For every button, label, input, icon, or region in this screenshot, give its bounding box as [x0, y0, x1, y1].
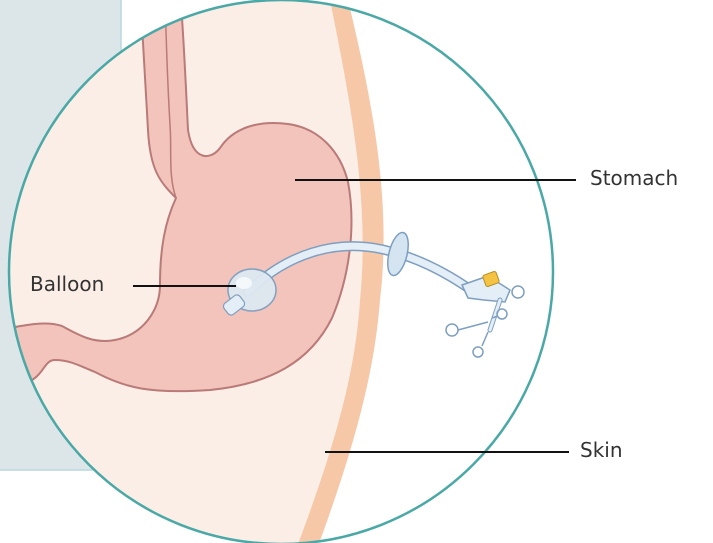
stomach-label: Stomach [590, 168, 678, 188]
skin-label: Skin [580, 440, 623, 460]
balloon-label: Balloon [30, 274, 104, 294]
